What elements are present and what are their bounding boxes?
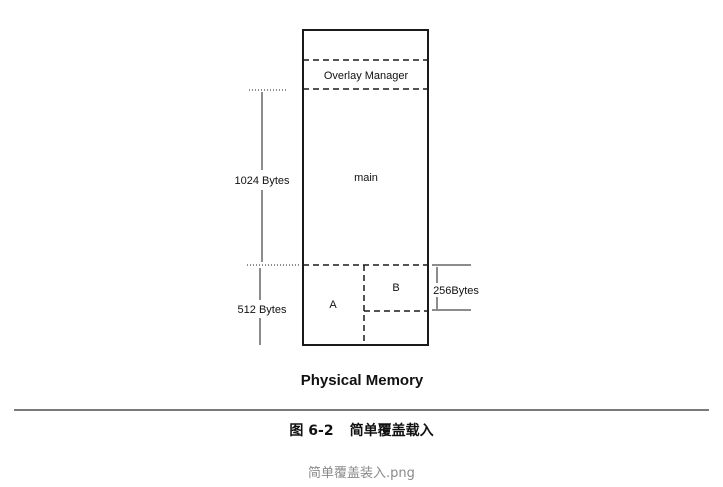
memory-layout-svg: Overlay Manager main A B 1024 Bytes 512 … (234, 29, 479, 389)
figure-number: 图 6-2 (289, 423, 334, 439)
diagram-title: Physical Memory (301, 372, 424, 389)
memory-layout-diagram: Overlay Manager main A B 1024 Bytes 512 … (234, 29, 479, 389)
overlay-manager-label: Overlay Manager (324, 70, 409, 82)
size-main-label: 1024 Bytes (234, 175, 290, 187)
module-a-label: A (329, 299, 337, 311)
figure-divider (14, 409, 709, 411)
physical-memory-block (302, 29, 429, 346)
figure-caption-text: 简单覆盖载入 (349, 423, 434, 439)
figure-caption: 图 6-2 简单覆盖载入 (0, 420, 723, 440)
module-b-label: B (392, 282, 399, 294)
size-b-label: 256Bytes (433, 285, 479, 297)
main-label: main (354, 172, 378, 184)
image-file-name: 简单覆盖装入.png (308, 466, 415, 481)
size-overlay-label: 512 Bytes (238, 304, 287, 316)
